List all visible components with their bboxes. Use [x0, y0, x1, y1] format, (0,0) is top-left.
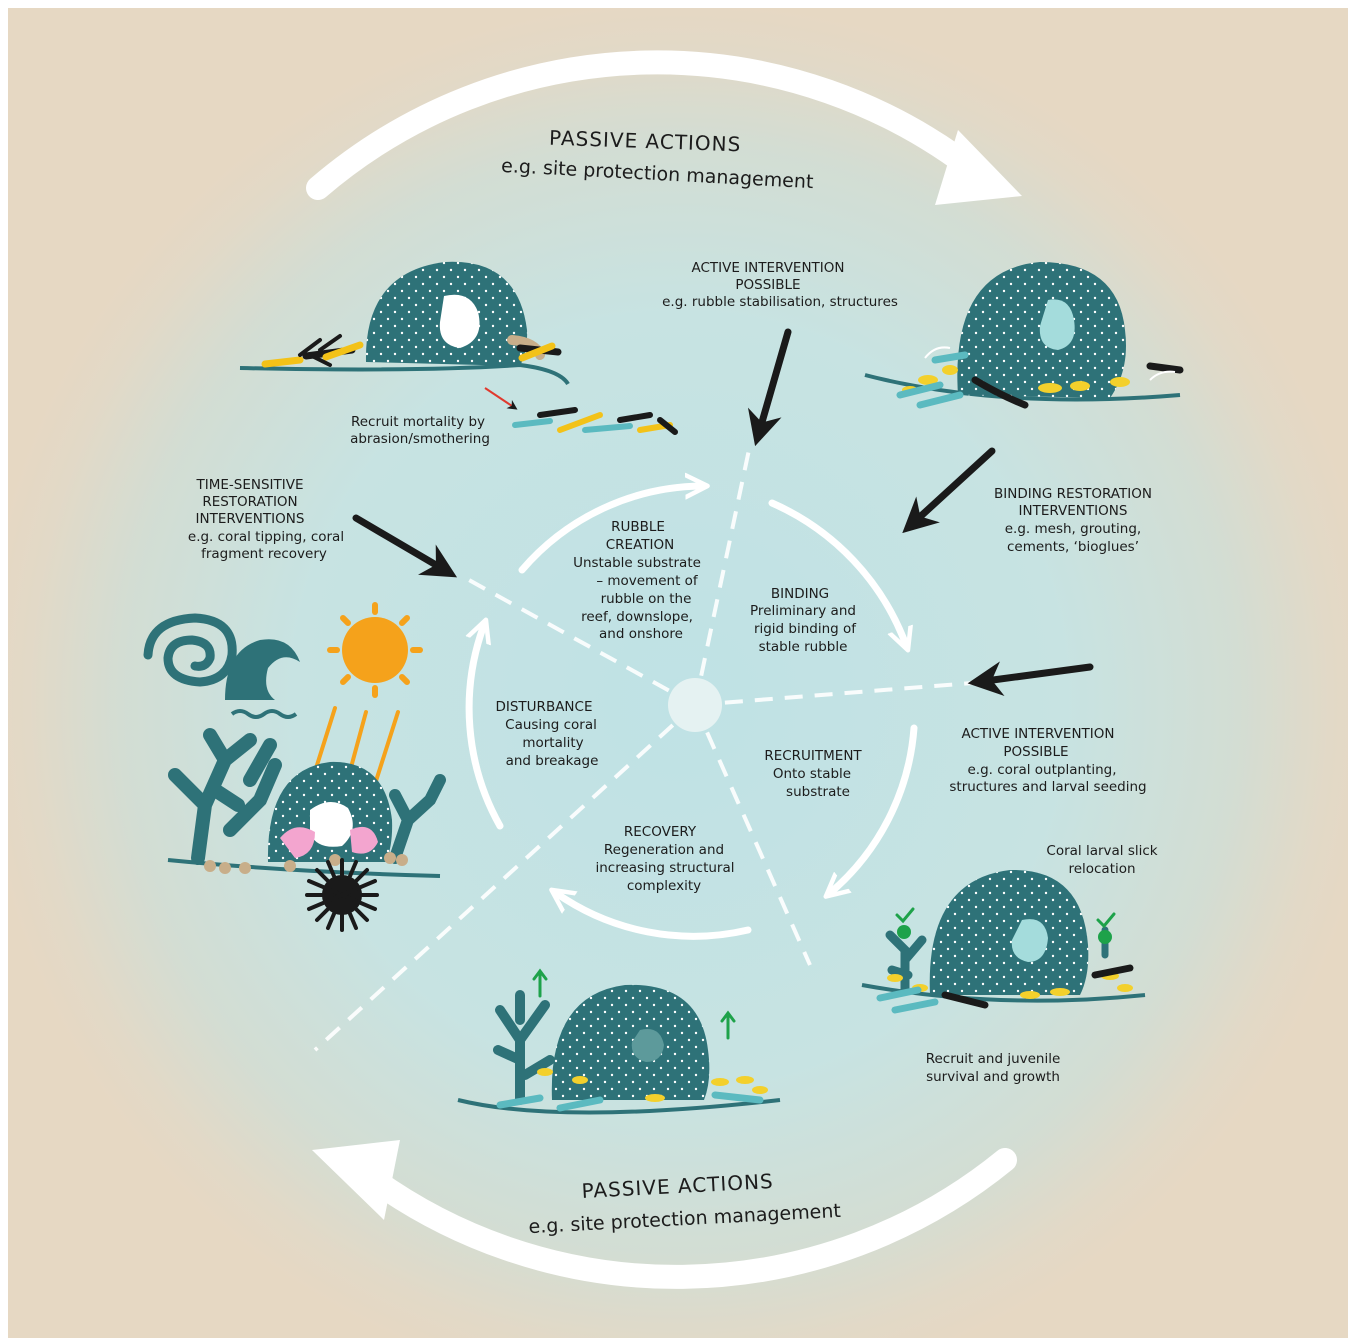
active-intervention-right: ACTIVE INTERVENTION POSSIBLE e.g. coral … [949, 726, 1146, 795]
recruitment-line-1: RECRUITMENT [764, 748, 862, 764]
disturbance-coral-illustration [167, 728, 446, 878]
rubble-line-1: RUBBLE [611, 519, 665, 535]
cycle-arrow-binding [768, 499, 906, 645]
time-sensitive-line-5: fragment recovery [201, 546, 327, 562]
recruitment-line-2: Onto stable [773, 766, 851, 782]
recruitment-illustration [861, 869, 1146, 1014]
rubble-line-7: and onshore [599, 626, 683, 642]
binding-line-2: Preliminary and [750, 603, 856, 619]
recruit-mortality-line-1: Recruit mortality by [351, 414, 485, 430]
cycle-arrow-recruitment [830, 724, 918, 893]
binding-restoration-line-1: BINDING RESTORATION [994, 486, 1152, 502]
time-sensitive-line-1: TIME-SENSITIVE [195, 477, 303, 493]
intervention-arrows [352, 328, 1094, 697]
binding-restoration-line-4: cements, ‘bioglues’ [1007, 539, 1139, 555]
disturbance-line-1: DISTURBANCE [495, 699, 592, 715]
rubble-line-6: reef, downslope, [581, 609, 693, 625]
recruit-mortality-line-2: abrasion/smothering [350, 431, 490, 447]
disturbance-line-4: and breakage [506, 753, 599, 769]
stage-recruitment: RECRUITMENT Onto stable substrate [764, 748, 862, 800]
disturbance-line-2: Causing coral [505, 717, 597, 733]
larval-slick-line-1: Coral larval slick [1046, 843, 1157, 859]
background [8, 8, 1348, 1338]
sun-icon [327, 602, 423, 698]
cyclone-wave-icon [143, 613, 300, 719]
rubble-line-3: Unstable substrate [573, 555, 701, 571]
binding-restoration-interventions: BINDING RESTORATION INTERVENTIONS e.g. m… [994, 486, 1152, 555]
recovery-line-3: increasing structural [595, 860, 734, 876]
stage-rubble-creation: RUBBLE CREATION Unstable substrate – mov… [573, 519, 701, 642]
rubble-line-5: rubble on the [601, 591, 692, 607]
binding-restoration-line-3: e.g. mesh, grouting, [1005, 521, 1141, 537]
crown-of-thorns-starfish-icon [305, 858, 379, 932]
juvenile-survival-line-2: survival and growth [926, 1069, 1060, 1085]
scattered-rubble-illustration [512, 407, 678, 435]
rubble-creation-illustration [239, 261, 570, 386]
juvenile-survival-line-1: Recruit and juvenile [926, 1051, 1061, 1067]
binding-restoration-line-2: INTERVENTIONS [1019, 503, 1128, 519]
arrow-active-top [747, 328, 792, 447]
recovery-line-2: Regeneration and [604, 842, 724, 858]
red-displacement-arrow [484, 387, 518, 410]
active-right-line-4: structures and larval seeding [949, 779, 1146, 795]
recruitment-line-3: substrate [786, 784, 850, 800]
binding-line-4: stable rubble [759, 639, 848, 655]
cycle-arrow-disturbance [469, 625, 504, 830]
stage-disturbance: DISTURBANCE Causing coral mortality and … [495, 699, 598, 769]
stage-recovery: RECOVERY Regeneration and increasing str… [595, 824, 734, 894]
growth-up-arrows [532, 968, 736, 1040]
recovery-line-4: complexity [627, 878, 701, 894]
passive-bottom-arrow [312, 1140, 1017, 1289]
passive-top-arrow [306, 50, 1022, 205]
active-top-line-3: e.g. rubble stabilisation, structures [662, 294, 898, 310]
cycle-arrow-recovery [556, 893, 752, 940]
binding-line-1: BINDING [771, 586, 829, 602]
active-intervention-top: ACTIVE INTERVENTION POSSIBLE e.g. rubble… [662, 260, 898, 310]
time-sensitive-line-3: INTERVENTIONS [196, 511, 305, 527]
arrow-time-sensitive [352, 514, 458, 578]
note-juvenile-survival: Recruit and juvenile survival and growth [926, 1051, 1061, 1085]
cycle-arrows [469, 486, 918, 940]
arrow-binding-restoration [902, 447, 996, 534]
recovery-line-1: RECOVERY [624, 824, 697, 840]
active-right-line-2: POSSIBLE [1003, 744, 1068, 760]
disturbance-line-3: mortality [522, 735, 583, 751]
rubble-line-4: – movement of [596, 573, 699, 589]
active-top-line-2: POSSIBLE [735, 277, 800, 293]
arrow-active-right [967, 661, 1094, 697]
note-recruit-mortality: Recruit mortality by abrasion/smothering [350, 414, 490, 447]
binding-line-3: rigid binding of [754, 621, 857, 637]
note-larval-slick: Coral larval slick relocation [1046, 843, 1157, 877]
larval-slick-line-2: relocation [1068, 861, 1135, 877]
time-sensitive-interventions: TIME-SENSITIVE RESTORATION INTERVENTIONS… [188, 477, 344, 562]
stage-binding: BINDING Preliminary and rigid binding of… [750, 586, 857, 655]
stage-dividers [313, 444, 973, 1052]
cycle-arrow-rubble [518, 486, 702, 574]
cycle-hub [668, 678, 722, 732]
time-sensitive-line-2: RESTORATION [202, 494, 297, 510]
larval-seeding-check-icons [895, 907, 1116, 944]
active-top-line-1: ACTIVE INTERVENTION [691, 260, 844, 276]
time-sensitive-line-4: e.g. coral tipping, coral [188, 529, 344, 545]
rubble-line-2: CREATION [606, 537, 674, 553]
active-right-line-3: e.g. coral outplanting, [967, 762, 1116, 778]
active-right-line-1: ACTIVE INTERVENTION [961, 726, 1114, 742]
binding-illustration [864, 262, 1184, 409]
recovery-illustration [457, 984, 781, 1115]
